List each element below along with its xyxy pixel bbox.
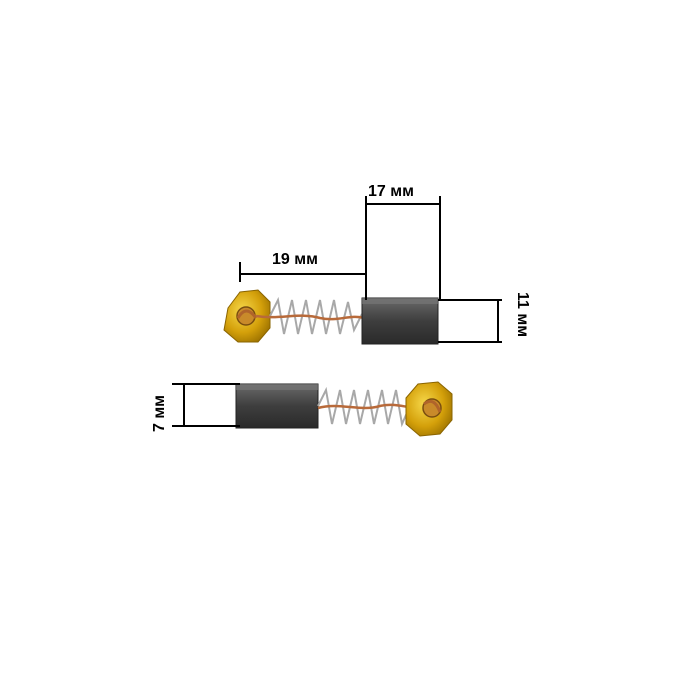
- carbon-block-upper: [361, 297, 439, 345]
- carbon-brush-upper: [223, 289, 439, 345]
- carbon-block-lower: [235, 383, 319, 429]
- dimension-label-block-length: 17 мм: [368, 183, 414, 200]
- brass-terminal-lower: [405, 381, 453, 437]
- dimension-label-block-height: 11 мм: [514, 292, 531, 337]
- carbon-brush-lower: [235, 381, 453, 437]
- dimension-label-block-width: 7 мм: [151, 395, 168, 432]
- dimension-lines: [172, 196, 502, 427]
- dimension-label-total-length: 19 мм: [272, 251, 318, 268]
- copper-wire-upper: [255, 314, 365, 321]
- brass-terminal-upper: [223, 289, 271, 343]
